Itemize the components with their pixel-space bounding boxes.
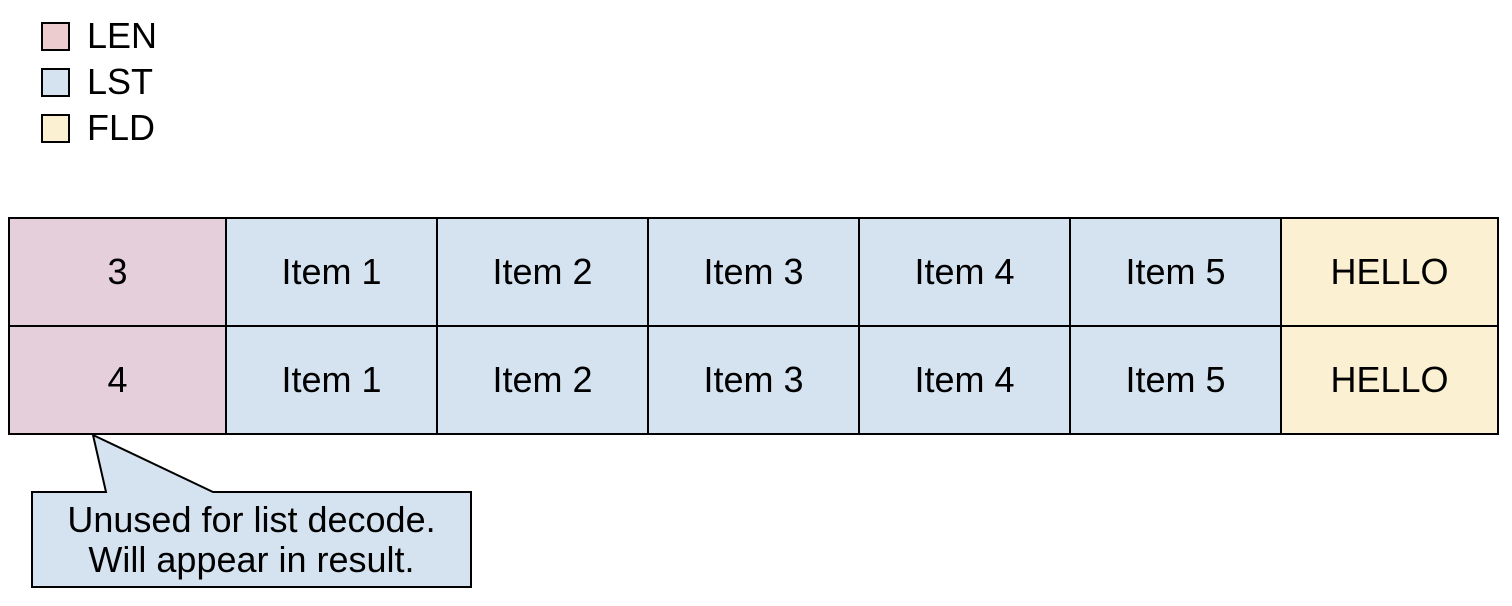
- legend-label-len: LEN: [87, 15, 158, 56]
- table-row: 3 Item 1 Item 2 Item 3 Item 4 Item 5 HEL…: [10, 219, 1497, 325]
- list-item-cell: Item 4: [860, 327, 1071, 433]
- list-item-cell: Item 2: [438, 327, 649, 433]
- list-item-cell: Item 1: [227, 219, 438, 325]
- field-cell: HELLO: [1282, 327, 1497, 433]
- len-cell: 3: [10, 219, 227, 325]
- callout-line-1: Unused for list decode.: [67, 498, 436, 540]
- list-item-cell: Item 4: [860, 219, 1071, 325]
- legend-item-len: LEN: [41, 18, 157, 54]
- list-item-cell: Item 3: [649, 219, 860, 325]
- list-item-cell: Item 1: [227, 327, 438, 433]
- legend-item-fld: FLD: [41, 110, 157, 146]
- legend-item-lst: LST: [41, 64, 157, 100]
- legend: LEN LST FLD: [41, 18, 157, 156]
- callout-note: Unused for list decode. Will appear in r…: [32, 492, 471, 587]
- legend-label-lst: LST: [87, 61, 154, 102]
- callout-bubble-shape: [31, 433, 472, 588]
- byte-layout-table: 3 Item 1 Item 2 Item 3 Item 4 Item 5 HEL…: [8, 217, 1499, 435]
- lst-color-swatch: [41, 67, 70, 97]
- callout-polygon: [31, 433, 472, 588]
- field-cell: HELLO: [1282, 219, 1497, 325]
- len-cell: 4: [10, 327, 227, 433]
- len-color-swatch: [41, 21, 70, 51]
- legend-label-fld: FLD: [87, 107, 156, 148]
- table-row: 4 Item 1 Item 2 Item 3 Item 4 Item 5 HEL…: [10, 325, 1497, 433]
- fld-color-swatch: [41, 113, 70, 143]
- list-item-cell: Item 5: [1071, 219, 1282, 325]
- list-item-cell: Item 5: [1071, 327, 1282, 433]
- list-item-cell: Item 2: [438, 219, 649, 325]
- list-item-cell: Item 3: [649, 327, 860, 433]
- callout-line-2: Will appear in result.: [88, 538, 415, 580]
